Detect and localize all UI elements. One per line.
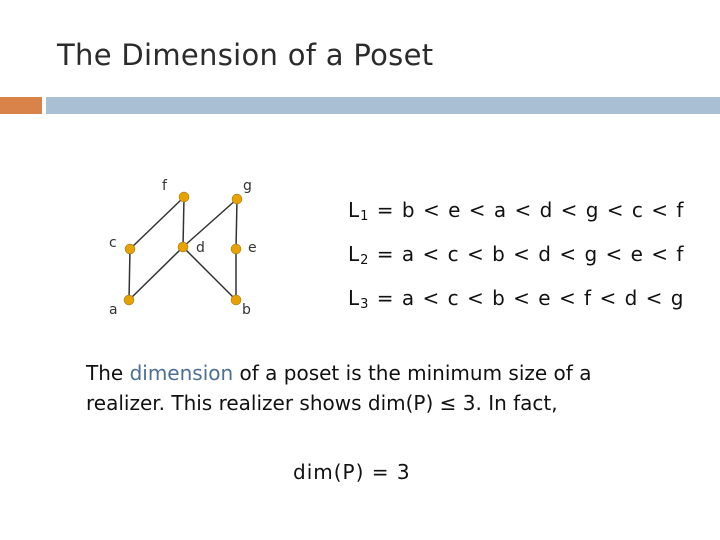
slide-title: The Dimension of a Poset — [57, 38, 434, 72]
edge-a-c — [128, 248, 131, 301]
linear-extension-2: L2 = a < c < b < d < g < e < f — [348, 242, 685, 268]
node-d — [177, 241, 189, 253]
node-f — [178, 191, 190, 203]
edge-a-d — [128, 246, 184, 301]
node-label-a: a — [109, 302, 118, 318]
edge-b-d — [182, 246, 237, 301]
accent-bar-orange — [0, 97, 42, 114]
edge-c-f — [129, 196, 185, 250]
node-b — [230, 294, 242, 306]
node-label-d: d — [196, 240, 205, 256]
edge-d-f — [182, 196, 185, 248]
node-g — [231, 193, 243, 205]
node-c — [124, 243, 136, 255]
node-label-c: c — [109, 235, 117, 251]
keyword-dimension: dimension — [129, 361, 234, 385]
node-label-g: g — [243, 178, 252, 194]
node-label-f: f — [162, 178, 168, 194]
linear-extension-3: L3 = a < c < b < e < f < d < g — [348, 286, 685, 312]
poset-diagram: f g c d e a b — [109, 178, 257, 318]
definition-paragraph: The dimension of a poset is the minimum … — [86, 361, 592, 415]
node-label-b: b — [242, 302, 251, 318]
node-a — [123, 294, 135, 306]
edge-d-g — [182, 198, 238, 248]
linear-extension-1: L1 = b < e < a < d < g < c < f — [348, 198, 685, 224]
edge-e-g — [235, 198, 238, 250]
node-e — [230, 243, 242, 255]
node-label-e: e — [248, 240, 257, 256]
accent-bar-blue — [46, 97, 720, 114]
dimension-equation: dim(P) = 3 — [293, 460, 411, 484]
